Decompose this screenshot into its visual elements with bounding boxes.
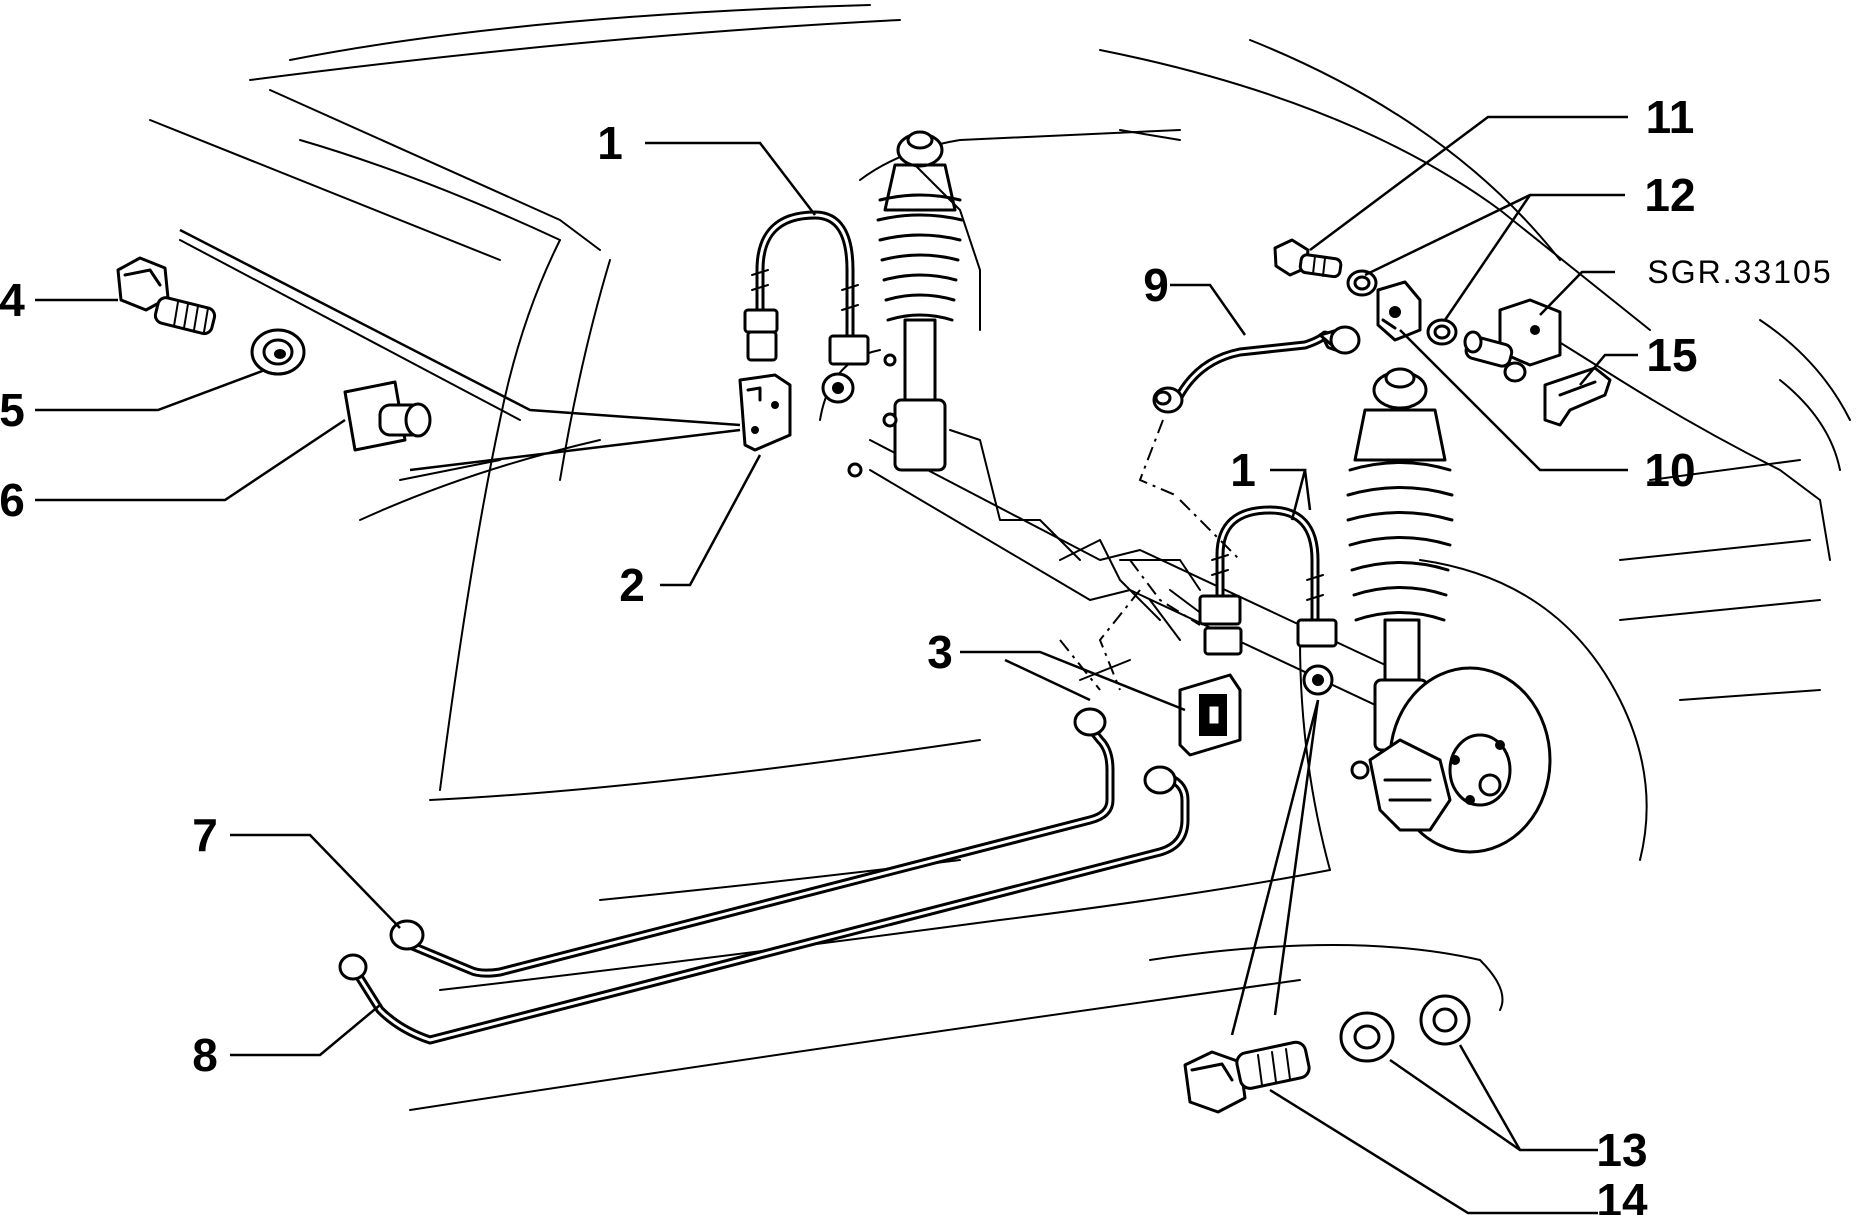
callout-1-lower: 1: [1230, 444, 1256, 496]
hose-bracket: [738, 373, 792, 452]
callout-13: 13: [1596, 1124, 1647, 1176]
reference-code: SGR.33105: [1647, 254, 1832, 290]
pressure-regulator-valve: [1463, 298, 1562, 383]
callout-8: 8: [192, 1029, 218, 1081]
callout-7: 7: [192, 809, 218, 861]
callout-9: 9: [1143, 259, 1169, 311]
callout-11: 11: [1646, 91, 1695, 143]
copper-washer-upper: [1346, 269, 1378, 297]
rubber-grommet: [343, 380, 432, 452]
callout-labels: 1 1 2 3 4 5 6 7 8 9 10 11 12 13 14 15 SG…: [0, 91, 1832, 1215]
callout-4: 4: [0, 274, 25, 326]
callout-5: 5: [0, 384, 25, 436]
callout-14: 14: [1596, 1174, 1648, 1215]
rigid-brake-pipe-8: [338, 765, 1190, 1045]
callout-15: 15: [1646, 329, 1697, 381]
banjo-bolt: [116, 256, 217, 336]
strut-assembly-rear-left: [847, 130, 964, 478]
callout-1-upper: 1: [597, 117, 623, 169]
callout-6: 6: [0, 474, 25, 526]
hose-bolt-14: [1183, 1040, 1311, 1114]
callout-2: 2: [619, 559, 645, 611]
flexible-brake-hose-upper: [743, 210, 870, 404]
brake-disc-and-caliper: [1350, 666, 1552, 854]
washer-13b: [1419, 994, 1471, 1046]
flexible-brake-hose-lower: [1198, 505, 1338, 696]
callout-10: 10: [1644, 444, 1695, 496]
rigid-brake-pipe-front: [1152, 325, 1361, 414]
copper-washer-lower: [1426, 318, 1458, 346]
hose-bracket-lower: [1178, 673, 1242, 757]
union-bolt: [1273, 238, 1343, 279]
mounting-bracket: [1543, 366, 1612, 427]
leader-lines: [35, 115, 1638, 1215]
washer-13a: [1339, 1011, 1395, 1063]
callout-3: 3: [927, 626, 953, 678]
rigid-brake-pipe-7: [389, 707, 1115, 978]
sealing-washer: [250, 328, 306, 376]
routing-guides: [1059, 419, 1241, 691]
three-way-union: [1376, 280, 1422, 342]
axle-crossmember: [869, 429, 1461, 741]
callout-12: 12: [1644, 169, 1695, 221]
